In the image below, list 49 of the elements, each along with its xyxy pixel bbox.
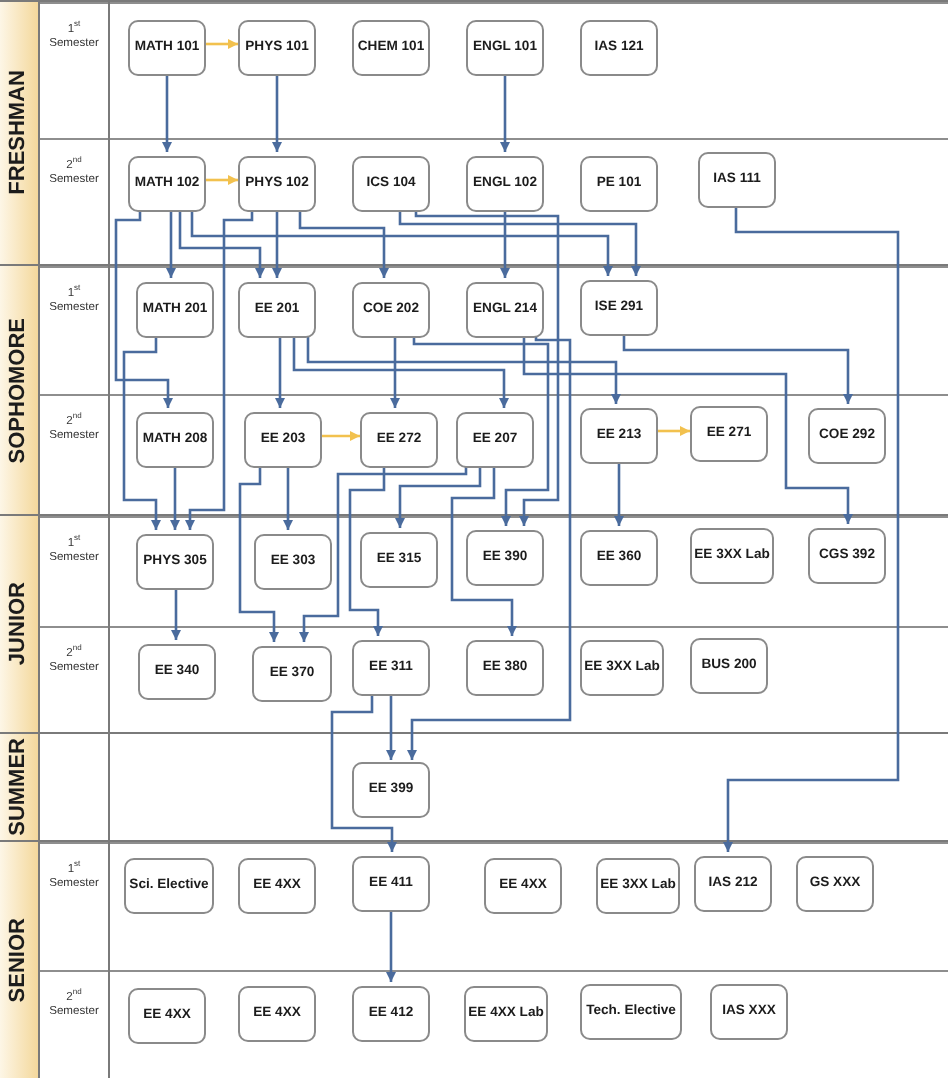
arrow — [292, 334, 509, 408]
arrow — [275, 334, 285, 408]
year-label: SOPHOMORE — [8, 317, 30, 463]
arrow — [390, 334, 400, 408]
arrow — [122, 334, 161, 530]
year-band — [0, 0, 948, 264]
year-label: SENIOR — [8, 917, 30, 1003]
arrow — [206, 175, 238, 185]
arrow — [170, 464, 180, 530]
arrow — [500, 208, 510, 278]
arrow — [238, 464, 279, 642]
year-band — [0, 264, 948, 514]
arrow — [522, 334, 853, 524]
arrow — [414, 208, 560, 526]
year-band — [0, 732, 948, 840]
arrow — [500, 72, 510, 152]
arrow — [386, 692, 396, 760]
year-label: SUMMER — [8, 738, 30, 836]
arrow — [450, 464, 517, 636]
arrow — [272, 208, 282, 278]
arrow — [330, 692, 397, 852]
arrow — [190, 208, 613, 276]
arrow — [299, 464, 468, 642]
arrow — [322, 431, 360, 441]
arrow — [395, 464, 482, 528]
arrow — [178, 208, 265, 278]
year-band — [0, 840, 948, 1078]
year-band — [0, 514, 948, 732]
arrow — [348, 464, 386, 636]
arrow — [306, 334, 621, 404]
arrow — [162, 72, 172, 152]
arrow — [166, 208, 176, 278]
arrow — [398, 208, 641, 276]
arrow — [723, 204, 900, 852]
arrow — [658, 426, 690, 436]
arrow — [206, 39, 238, 49]
arrow — [272, 72, 282, 152]
arrow — [386, 908, 396, 982]
arrow — [298, 208, 389, 278]
arrow — [407, 333, 572, 760]
arrow — [114, 208, 173, 408]
arrow — [283, 464, 293, 530]
arrow — [412, 334, 550, 526]
arrow — [171, 586, 181, 640]
arrow — [622, 332, 853, 404]
arrow — [614, 460, 624, 526]
arrow — [185, 208, 254, 530]
year-label: FRESHMAN — [8, 70, 30, 196]
year-label: JUNIOR — [8, 582, 30, 666]
